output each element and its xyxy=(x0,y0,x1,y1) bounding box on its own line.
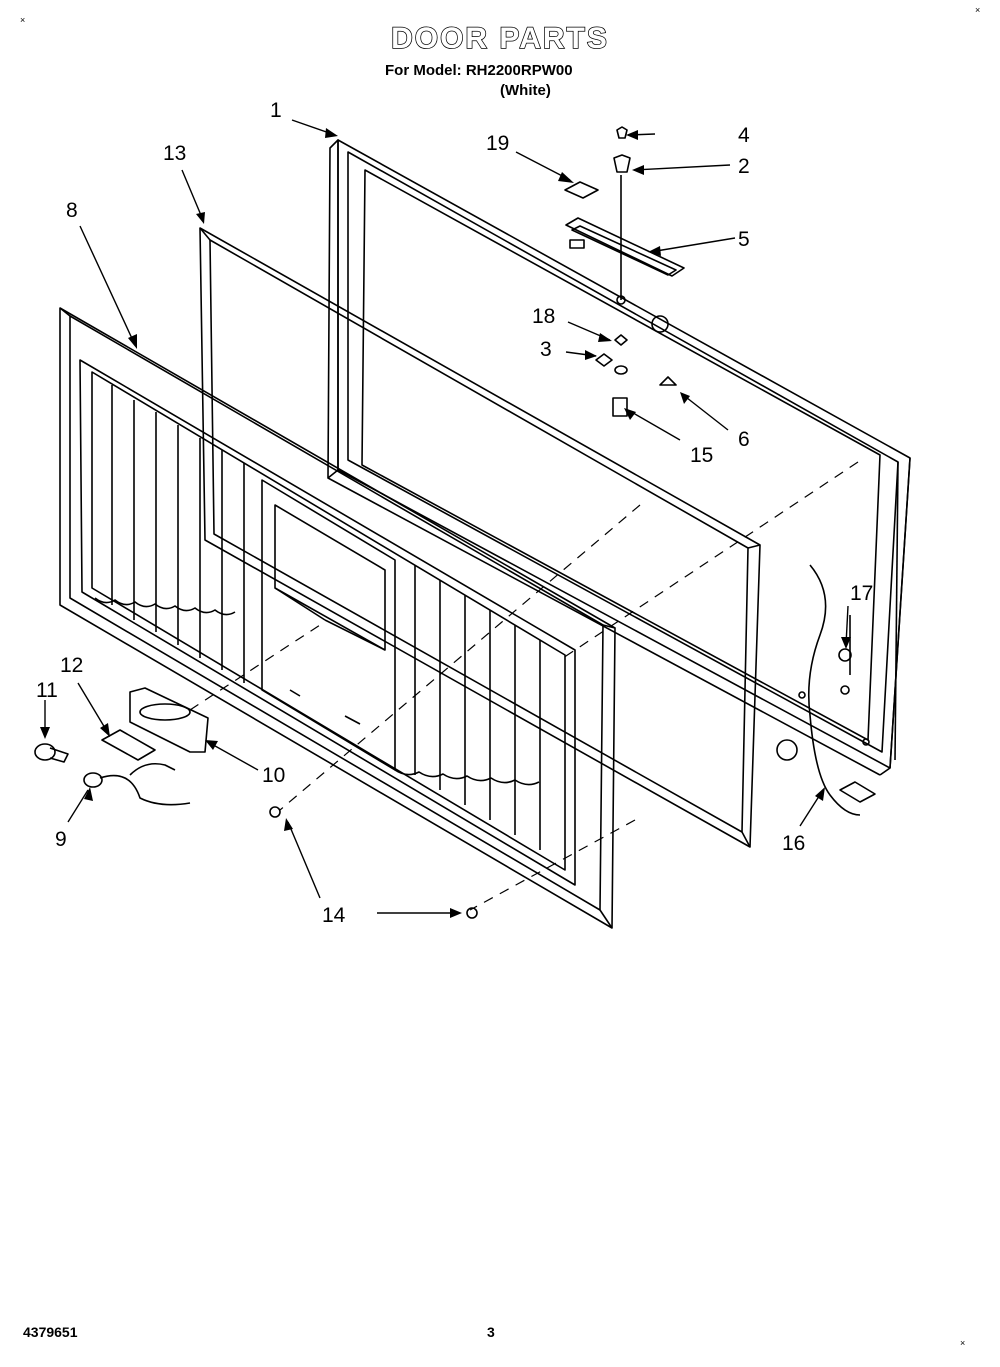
wire-harness-part xyxy=(776,564,876,816)
callout-11: 11 xyxy=(36,679,58,702)
model-line: For Model: RH2200RPW00 xyxy=(385,62,573,79)
callout-4: 4 xyxy=(738,124,750,147)
callout-10: 10 xyxy=(262,764,285,787)
callout-9: 9 xyxy=(55,828,67,851)
callout-6: 6 xyxy=(738,428,750,451)
callout-12: 12 xyxy=(60,654,83,677)
door-outer-frame-part xyxy=(327,139,911,776)
callout-16: 16 xyxy=(782,832,805,855)
door-liner-part xyxy=(59,307,616,929)
hinge-assembly xyxy=(564,126,685,417)
callout-5: 5 xyxy=(738,228,750,251)
callout-2: 2 xyxy=(738,155,750,178)
door-gasket-part xyxy=(199,227,761,848)
callout-14: 14 xyxy=(322,904,346,927)
color-line: (White) xyxy=(500,82,551,99)
callout-1: 1 xyxy=(270,99,282,122)
callout-15: 15 xyxy=(690,444,713,467)
callout-17: 17 xyxy=(850,582,873,605)
callout-arrowheads xyxy=(40,128,851,918)
alignment-lines xyxy=(189,461,859,911)
callout-8: 8 xyxy=(66,199,78,222)
callout-3: 3 xyxy=(540,338,552,361)
corner-mark-top-right: × xyxy=(975,5,981,15)
callout-labels: 1 2 3 4 5 6 8 9 10 11 12 13 14 15 16 17 … xyxy=(36,99,873,927)
callout-18: 18 xyxy=(532,305,555,328)
callout-19: 19 xyxy=(486,132,509,155)
callout-13: 13 xyxy=(163,142,186,165)
callout-leaders xyxy=(44,119,849,914)
page-title: DOOR PARTS xyxy=(390,21,609,56)
corner-mark-top-left: × xyxy=(20,15,26,25)
corner-mark-bottom-right: × xyxy=(960,1338,966,1348)
page-number: 3 xyxy=(487,1324,495,1340)
light-assembly xyxy=(34,687,478,919)
document-number: 4379651 xyxy=(23,1324,78,1340)
